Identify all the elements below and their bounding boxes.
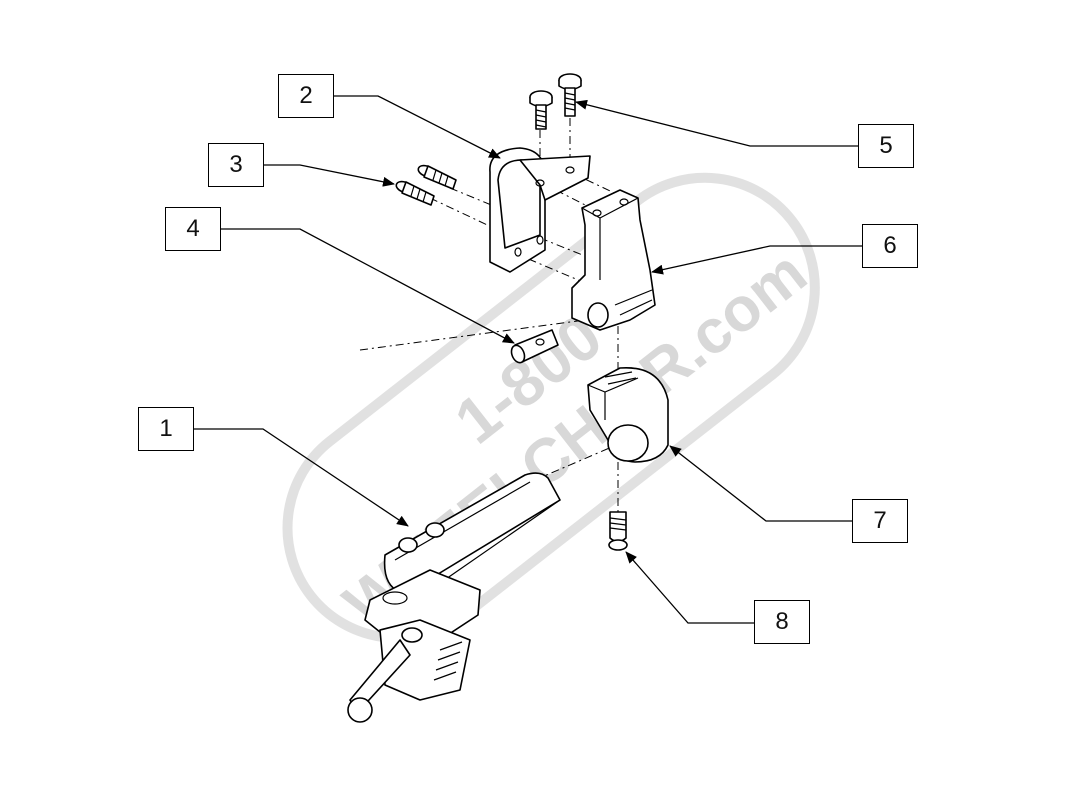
part-4-pin xyxy=(510,329,559,364)
callout-5: 5 xyxy=(858,124,914,168)
part-7-round-clamp xyxy=(587,367,669,463)
screw-5a xyxy=(529,90,553,130)
callout-8: 8 xyxy=(754,600,810,644)
screw-3b xyxy=(395,180,435,206)
part-5-screws xyxy=(529,73,582,130)
callout-2: 2 xyxy=(278,74,334,118)
part-1-bracket xyxy=(347,472,561,723)
leader-lines xyxy=(194,95,862,624)
part-3-screws xyxy=(395,164,457,206)
screw-5b xyxy=(558,73,582,117)
watermark-outline xyxy=(282,172,820,643)
screw-3a xyxy=(417,164,457,190)
callout-3: 3 xyxy=(208,143,264,187)
part-6-clamp-body xyxy=(571,189,656,331)
callout-4: 4 xyxy=(165,207,221,251)
callout-7: 7 xyxy=(852,499,908,543)
callout-1: 1 xyxy=(138,407,194,451)
part-2-clamp xyxy=(489,147,591,273)
callout-6: 6 xyxy=(862,224,918,268)
part-8-screw xyxy=(608,511,628,551)
